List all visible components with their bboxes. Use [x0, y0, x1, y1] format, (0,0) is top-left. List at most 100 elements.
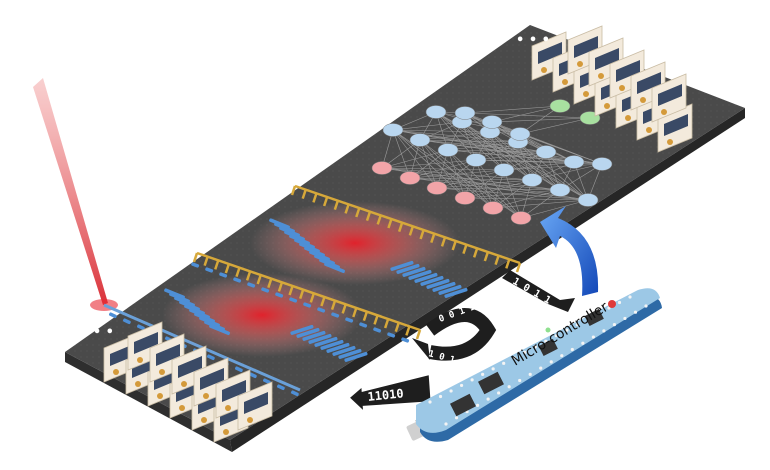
gold-electrode — [355, 207, 361, 218]
waveguide-bar — [438, 284, 462, 295]
waveguide-bar — [291, 390, 299, 397]
network-node — [409, 133, 431, 147]
network-node — [437, 143, 459, 157]
waveguide-bar — [396, 263, 420, 274]
waveguide-bar — [191, 262, 200, 268]
network-edge — [475, 159, 522, 219]
waveguide-bar — [326, 342, 350, 353]
board-pin — [486, 397, 490, 401]
gold-electrode — [341, 303, 347, 314]
gold-electrode — [451, 240, 457, 251]
gold-electrode — [322, 196, 329, 207]
waveguide-bar — [249, 372, 257, 379]
network-node — [399, 171, 421, 185]
gold-electrodes-middle — [192, 251, 422, 340]
waveguide-bar — [235, 366, 243, 373]
board-pin — [502, 361, 506, 365]
gold-electrode — [256, 274, 262, 285]
board-pin — [428, 400, 432, 404]
board-pin — [449, 389, 453, 393]
network-edge — [419, 139, 522, 219]
ellipsis-bottom-left: • • • — [80, 325, 114, 340]
waveguide-bar — [390, 260, 414, 271]
board-pin — [591, 335, 595, 339]
gold-electrode — [394, 322, 400, 333]
chip-3 — [538, 338, 558, 356]
gold-electrode — [235, 267, 241, 278]
waveguide-bar — [332, 345, 356, 356]
network-edge — [392, 129, 438, 189]
detector-cards-top — [531, 25, 693, 153]
gold-electrode — [440, 236, 447, 247]
board-pin — [560, 354, 564, 358]
gold-electrode — [494, 255, 500, 266]
waveguide-bar — [308, 333, 332, 344]
waveguide-bar — [219, 272, 228, 278]
input-bits-arrow: 11010 — [350, 375, 431, 410]
board-pin — [544, 339, 548, 343]
board-pin — [612, 323, 617, 327]
waveguide-bar — [432, 281, 456, 292]
board-pin — [438, 394, 443, 399]
waveguide-bar — [414, 272, 438, 283]
network-node — [426, 181, 448, 195]
network-node — [465, 153, 487, 167]
waveguide-bar — [408, 269, 432, 280]
network-node — [510, 211, 532, 225]
network-edge — [519, 117, 591, 135]
detector-card — [237, 381, 273, 431]
board-pin — [570, 347, 574, 352]
gold-electrode — [387, 218, 393, 229]
network-node — [535, 145, 557, 159]
network-edge — [531, 163, 603, 181]
waveguide-bar — [402, 266, 426, 277]
network-node — [425, 105, 447, 119]
gold-electrode — [301, 189, 307, 200]
gold-electrode — [462, 244, 468, 255]
gold-electrode — [397, 222, 404, 233]
network-edge — [447, 149, 522, 219]
gold-electrode — [373, 314, 379, 325]
network-edge — [392, 129, 466, 199]
network-edge — [545, 151, 589, 201]
network-edge — [392, 121, 463, 131]
board-pin — [507, 385, 511, 389]
board-pin — [539, 366, 543, 370]
network-edge — [491, 117, 591, 123]
board-pin — [475, 403, 480, 407]
network-edge — [503, 163, 603, 171]
board-pin — [623, 316, 627, 321]
waveguide-bar — [331, 312, 340, 318]
gold-electrode — [405, 325, 411, 336]
board-pin — [633, 310, 638, 314]
waveguide-bar — [303, 302, 312, 308]
chip-4 — [584, 308, 604, 326]
waveguide-bar — [109, 312, 117, 319]
network-node — [493, 163, 515, 177]
input-bits: 11010 — [367, 386, 404, 404]
board-pin — [628, 295, 632, 299]
gold-electrode — [299, 289, 305, 300]
gold-electrode — [352, 307, 358, 318]
gold-electrode — [515, 262, 522, 273]
gold-electrode — [415, 329, 422, 340]
gold-electrode — [224, 263, 231, 274]
network-node — [481, 115, 503, 129]
board-pin — [497, 391, 501, 395]
waveguide-bar — [320, 339, 344, 350]
network-node — [549, 183, 571, 197]
waveguide-bar — [289, 297, 298, 303]
board-pin — [565, 328, 569, 332]
loop-bits-arrow: 0 0 1 1 1 0 1 0 1 — [412, 302, 497, 372]
network-node — [509, 127, 531, 141]
network-edge — [517, 141, 589, 201]
board-pin — [533, 345, 537, 349]
waveguide-bar — [123, 318, 131, 325]
board-pin — [575, 323, 579, 327]
board-pin — [454, 416, 459, 420]
waveguide-bar — [324, 262, 345, 274]
gold-electrode — [333, 200, 340, 211]
chip-2 — [478, 371, 504, 395]
gold-electrode — [320, 296, 326, 307]
